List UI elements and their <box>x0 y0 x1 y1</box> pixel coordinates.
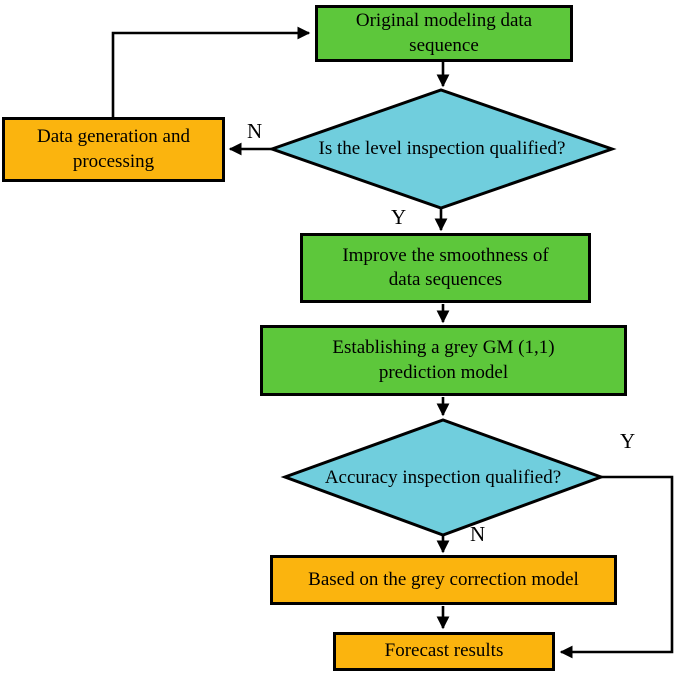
node-label: Data generation and processing <box>37 126 190 172</box>
edge-label-level-no: N <box>247 119 263 143</box>
node-improve-smoothness: Improve the smoothness of data sequences <box>300 233 591 303</box>
edge-label-accuracy-no: N <box>470 522 486 546</box>
node-label: Based on the grey correction model <box>308 568 579 590</box>
edge-feedback-to-original <box>111 26 311 117</box>
node-data-generation-processing: Data generation and processing <box>2 117 225 182</box>
node-grey-correction-model: Based on the grey correction model <box>270 555 617 605</box>
decision-level-inspection-shape <box>267 88 617 210</box>
node-establish-gm-model: Establishing a grey GM (1,1) prediction … <box>260 325 627 396</box>
node-forecast-results: Forecast results <box>333 632 555 671</box>
edge-accuracy-yes-to-forecast <box>559 475 674 659</box>
node-label: Improve the smoothness of data sequences <box>342 244 549 290</box>
node-label: Original modeling data sequence <box>355 10 533 56</box>
edge-label-accuracy-yes: Y <box>620 429 636 453</box>
decision-accuracy-shape <box>280 418 606 537</box>
edge-label-level-yes: Y <box>391 205 407 229</box>
node-label: Forecast results <box>384 640 504 662</box>
node-label: Establishing a grey GM (1,1) prediction … <box>332 337 555 383</box>
node-original-modeling-data: Original modeling data sequence <box>315 5 573 62</box>
